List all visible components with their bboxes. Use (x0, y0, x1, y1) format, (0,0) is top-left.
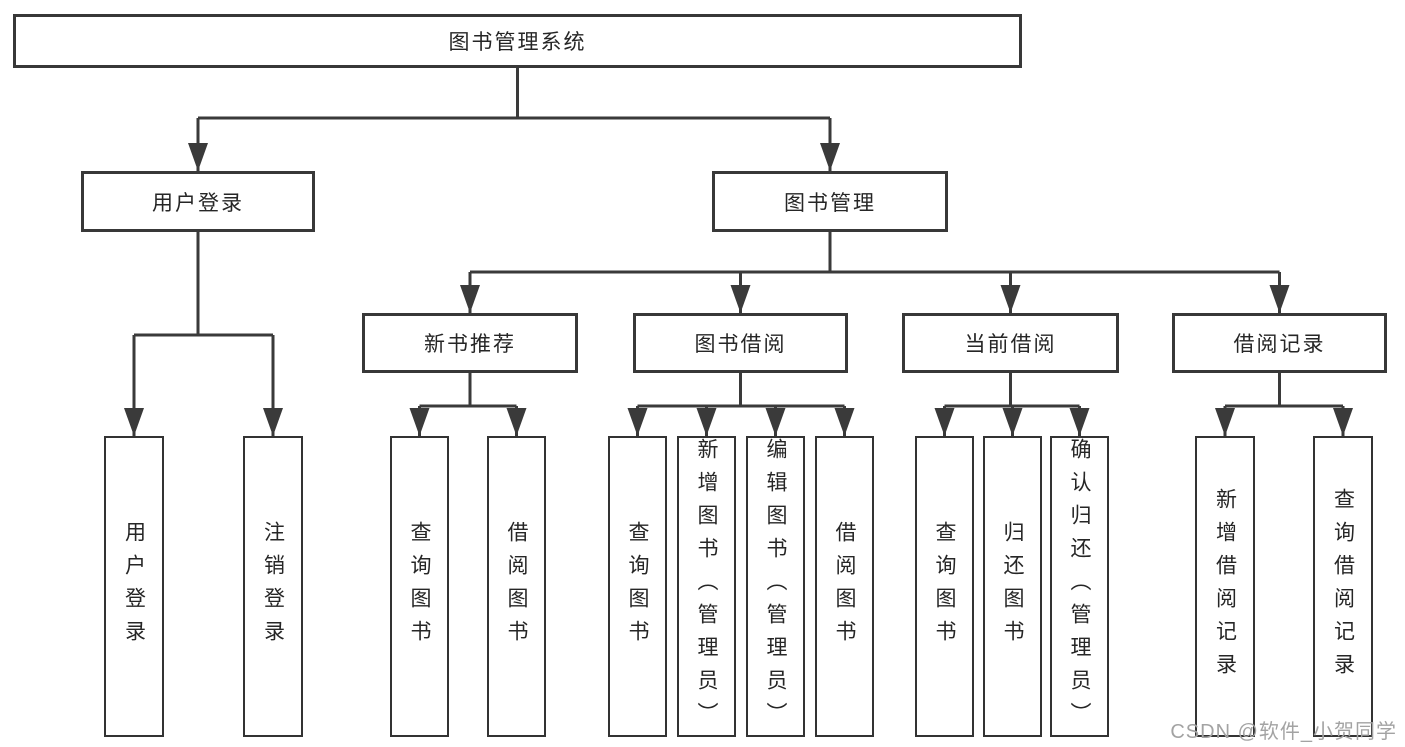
node-query-books: 查询图书 (390, 436, 449, 737)
arrowhead-icon (834, 408, 855, 436)
node-user-login-leaf: 用户登录 (104, 436, 164, 737)
node-query-books: 查询图书 (915, 436, 974, 737)
node-new-book-recommend: 新书推荐 (362, 313, 578, 373)
node-borrow-books: 借阅图书 (815, 436, 874, 737)
connector-bookmgmt-to-level3 (468, 232, 1281, 313)
arrowhead-icon (1269, 285, 1290, 313)
node-library-management-system: 图书管理系统 (13, 14, 1022, 68)
node-label: 归还图书 (1001, 520, 1024, 653)
node-label: 查询图书 (626, 520, 649, 653)
arrowhead-icon (1002, 408, 1023, 436)
arrowhead-icon (934, 408, 955, 436)
node-label: 注销登录 (261, 520, 285, 653)
node-label: 确认归还（管理员） (1068, 438, 1091, 735)
node-add-book-admin: 新增图书（管理员） (677, 436, 736, 737)
node-query-borrow-record: 查询借阅记录 (1313, 436, 1373, 737)
node-query-books: 查询图书 (608, 436, 667, 737)
node-return-books: 归还图书 (983, 436, 1042, 737)
node-label: 图书借阅 (694, 333, 787, 356)
node-book-management: 图书管理 (712, 171, 948, 232)
arrowhead-icon (730, 285, 751, 313)
node-label: 查询图书 (408, 520, 431, 653)
node-label: 图书管理 (784, 191, 876, 215)
arrowhead-icon (188, 143, 208, 171)
arrowhead-icon (263, 408, 283, 436)
node-label: 新增图书（管理员） (695, 438, 718, 735)
node-label: 借阅图书 (505, 520, 528, 653)
node-add-borrow-record: 新增借阅记录 (1195, 436, 1255, 737)
arrowhead-icon (1000, 285, 1021, 313)
node-borrowing-records: 借阅记录 (1172, 313, 1387, 373)
node-user-login: 用户登录 (81, 171, 315, 232)
node-label: 借阅记录 (1233, 333, 1326, 356)
node-label: 用户登录 (122, 520, 146, 653)
arrowhead-icon (460, 285, 480, 313)
connector-borrowing-to-leaves (636, 373, 846, 436)
arrowhead-icon (627, 408, 648, 436)
csdn-watermark: CSDN @软件_小贺同学 (1170, 721, 1397, 743)
node-label: 用户登录 (152, 191, 244, 215)
node-label: 当前借阅 (964, 333, 1057, 356)
node-confirm-return-admin: 确认归还（管理员） (1050, 436, 1109, 737)
arrowhead-icon (820, 143, 840, 171)
node-logout: 注销登录 (243, 436, 303, 737)
arrowhead-icon (696, 408, 717, 436)
node-label: 借阅图书 (833, 520, 856, 653)
node-book-borrowing: 图书借阅 (633, 313, 848, 373)
node-label: 查询图书 (933, 520, 956, 653)
node-label: 图书管理系统 (448, 31, 587, 54)
connector-root-to-level2 (196, 68, 832, 171)
arrowhead-icon (409, 408, 430, 436)
connector-userlogin-to-leaves (132, 232, 275, 436)
arrowhead-icon (765, 408, 786, 436)
node-label: 查询借阅记录 (1331, 487, 1355, 686)
node-borrow-books: 借阅图书 (487, 436, 546, 737)
arrowhead-icon (1069, 408, 1090, 436)
connector-records-to-leaves (1223, 373, 1345, 436)
arrowhead-icon (124, 408, 144, 436)
node-edit-book-admin: 编辑图书（管理员） (746, 436, 805, 737)
connector-newbook-to-leaves (418, 373, 518, 436)
arrowhead-icon (1333, 408, 1353, 436)
node-current-borrowing: 当前借阅 (902, 313, 1119, 373)
arrowhead-icon (1215, 408, 1235, 436)
arrowhead-icon (506, 408, 527, 436)
node-label: 新书推荐 (424, 333, 516, 356)
node-label: 编辑图书（管理员） (764, 438, 787, 735)
node-label: 新增借阅记录 (1213, 487, 1237, 686)
